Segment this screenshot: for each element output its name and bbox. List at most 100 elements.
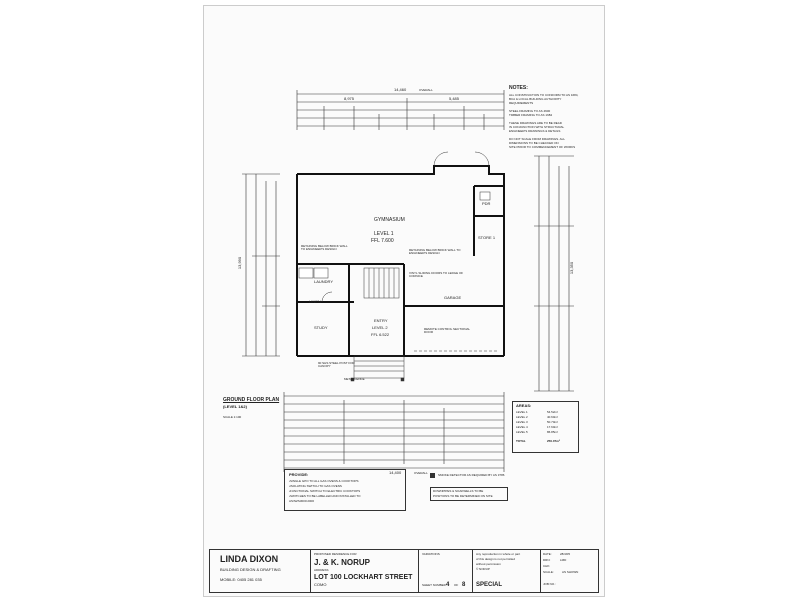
areas-table: AREAS: LEVEL 1 54.52m² LEVEL 2 40.60m² L… [512, 401, 579, 453]
dim-top-overall: 14,460 [394, 87, 407, 92]
areas-row-label: LEVEL 5 [516, 430, 528, 434]
areas-row-label: LEVEL 4 [516, 425, 528, 429]
divider [310, 550, 311, 592]
provide-line: AS/NZS3000:2000 [289, 499, 315, 503]
company-mobile: MOBILE: 0405 281 035 [220, 577, 262, 582]
level-2-label: LEVEL 2 [372, 325, 388, 330]
room-garage: GARAGE [444, 295, 462, 300]
plan-title: GROUND FLOOR PLAN [223, 397, 280, 403]
smoke-legend: SMOKE DETECTOR AS REQUIRED BY AS 3786 [438, 473, 505, 477]
notes-line: ENGINEER'S DRAWINGS & DETAILS [509, 129, 561, 133]
areas-row-label: LEVEL 1 [516, 410, 528, 414]
notes-line: IN CONJUNCTION WITH STRUCTURAL [509, 125, 565, 129]
areas-row-label: LEVEL 3 [516, 420, 528, 424]
copyright-line: Any reproduction in whole or part [476, 552, 521, 556]
notes-line: REQUIREMENTS [509, 101, 534, 105]
notes-heading: NOTES: [509, 85, 528, 91]
notes-line: DO NOT SCALE FROM DRAWINGS. ALL [509, 137, 566, 141]
residence-label: PROPOSED RESIDENCE FOR [314, 552, 357, 556]
provide-box: PROVIDE: •SINGLE GPO TO ALL GAS OVENS & … [284, 469, 406, 511]
annotation-retaining-right: RETAINING BELOW BRICK WALL TO ENGINEER'S… [409, 248, 461, 255]
suburb: COMO [314, 582, 327, 587]
title-block: LINDA DIXON BUILDING DESIGN & DRAFTING M… [209, 549, 599, 593]
notes-line: BCA & LOCAL BUILDING AUTHORITY [509, 97, 562, 101]
provide-heading: PROVIDE: [289, 472, 309, 477]
notes-line: TIMBER FRAMING TO AS 1684 [509, 113, 553, 117]
room-store: STORE 1 [478, 235, 496, 240]
company-sub: BUILDING DESIGN & DRAFTING [220, 567, 281, 572]
dim-bottom-overall: 14,400 [389, 470, 402, 475]
dim-right-overall: 13,350 [569, 261, 575, 275]
copyright-line: without permission [476, 562, 501, 566]
notes-line: DIMENSIONS TO BE CHECKED ON [509, 141, 559, 145]
divider [418, 550, 419, 592]
areas-row-value: 50.70m² [547, 420, 559, 424]
annotation-sliding-doors: VINYL SLIDING DOORS TO LEDGE OF CORNICE [409, 271, 464, 278]
areas-row-label: LEVEL 2 [516, 415, 528, 419]
drawn-value: LMD [560, 558, 567, 562]
room-pdr: PDR [482, 201, 491, 206]
room-study: STUDY [314, 325, 328, 330]
drawing-sheet: NOTES: ALL CONSTRUCTION TO CONFORM TO AS… [203, 5, 605, 597]
scale-label: SCALE: [543, 570, 554, 574]
smoke-detector-icon [430, 473, 435, 478]
dim-top-overall-label: OVERALL [419, 88, 433, 92]
job-label: JOB NO.: [543, 582, 556, 586]
company-name: LINDA DIXON [220, 554, 279, 564]
plan-level: (LEVEL 1&2) [223, 404, 247, 409]
notes-line: ALL CONSTRUCTION TO CONFORM TO AS 1684, [509, 93, 579, 97]
annotation-post: 90 SHS STEEL POST FOR CANOPY [318, 361, 355, 368]
address-label: ADDRESS [314, 568, 329, 572]
date-label: DATE: [543, 552, 552, 556]
downpipe-note-line: DOWNPIPES & SOAKWELLS TO BE [433, 489, 484, 493]
room-linen: LINEN [309, 299, 321, 304]
drawn-label: DRN: [543, 558, 551, 562]
downpipe-note-line: POSITIONS TO BE DETERMINED ON SITE [433, 494, 493, 498]
notes-line: THESE DRAWINGS ARE TO BE READ [509, 121, 562, 125]
notes-line: SITE PRIOR TO COMMENCEMENT OF WORKS [509, 145, 576, 149]
copyright-line: © NORUP [476, 567, 490, 571]
areas-total-value: 250.07m² [547, 439, 560, 443]
annotation-garage-door: REMOTE CONTROL SECTIONAL DOOR [424, 327, 470, 334]
divider [540, 550, 541, 592]
special-label: SPECIAL [476, 582, 503, 588]
level-1-label: LEVEL 1 [374, 231, 394, 237]
provide-line: •FUNCTIONAL SWITCH TO ELECTRIC COOKTOPS [289, 489, 361, 493]
room-gymnasium: GYMNASIUM [374, 217, 405, 223]
sheet-total: 8 [462, 582, 466, 588]
dim-bottom-overall-label: OVERALL [414, 471, 428, 475]
notes-line: STEEL FRAMING TO AS 4600 [509, 109, 551, 113]
variations-label: VARIATIONS [422, 552, 440, 556]
sheet-number: 4 [446, 582, 450, 588]
areas-heading: AREAS: [516, 403, 532, 408]
sheet-of: OF [454, 583, 459, 587]
plan-scale: SCALE 1:100 [223, 415, 242, 419]
checked-label: CHK: [543, 564, 551, 568]
sheet-label: SHEET NUMBER [422, 583, 446, 587]
areas-row-value: 86.85m² [547, 430, 559, 434]
ffl-2-label: FFL 6.522 [371, 332, 390, 337]
dim-left-overall: 13,990 [237, 256, 243, 270]
dim-top-right: 5,485 [449, 96, 460, 101]
dim-top-left: 8,975 [344, 96, 355, 101]
metal-fence-label: METAL FENCE [344, 377, 365, 381]
areas-row-value: 17.60m² [547, 425, 559, 429]
copyright-line: of this design is not permitted [476, 557, 516, 561]
client-name: J. & K. NORUP [314, 558, 371, 567]
provide-line: •SINGLE GPO TO ALL GAS OVENS & COOKTOPS [289, 479, 359, 483]
date-value: 28/4/05 [560, 552, 571, 556]
floor-plan-linework [242, 90, 574, 472]
annotation-retaining-left: RETAINING BELOW BRICK WALL TO ENGINEER'S… [301, 244, 348, 251]
room-laundry: LAUNDRY [314, 279, 334, 284]
downpipe-note-box: DOWNPIPES & SOAKWELLS TO BE POSITIONS TO… [430, 487, 508, 501]
provide-line: •ISOLATING SWITCH TO GAS OVENS [289, 484, 342, 488]
ffl-1-label: FFL 7.600 [371, 238, 394, 244]
scale-value: AS SHOWN [562, 570, 579, 574]
areas-row-value: 54.52m² [547, 410, 559, 414]
address: LOT 100 LOCKHART STREET [314, 574, 413, 581]
divider [472, 550, 473, 592]
areas-row-value: 40.60m² [547, 415, 559, 419]
provide-line: •SWITCHES TO BE LABELLED AND INSTALLED T… [289, 494, 361, 498]
room-entry: ENTRY [374, 318, 388, 323]
areas-total-label: TOTAL [516, 439, 526, 443]
